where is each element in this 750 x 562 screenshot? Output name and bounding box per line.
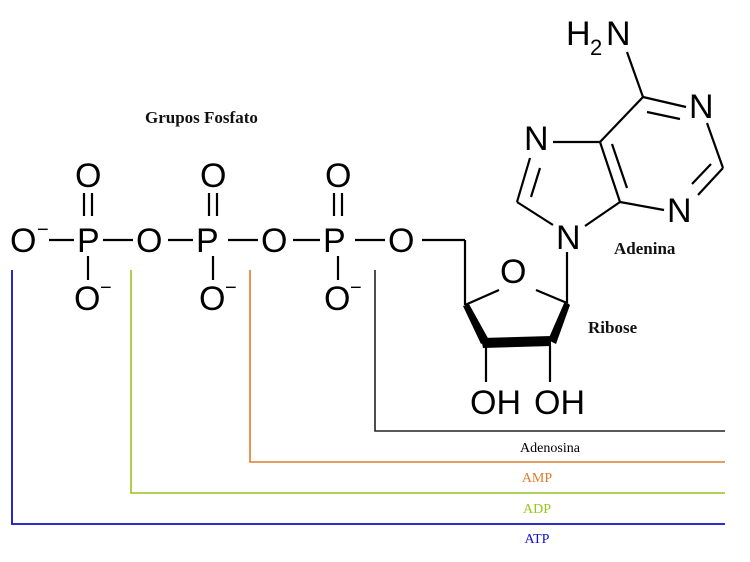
bond <box>625 51 645 98</box>
atom-o-5prime: O <box>388 222 414 260</box>
wedge-bond-right <box>548 301 570 344</box>
atom-o-p3-top: O <box>325 157 351 195</box>
bond <box>598 141 622 203</box>
bond <box>535 288 568 305</box>
bond <box>642 95 687 109</box>
phosphate-groups-title: Grupos Fosfato <box>145 108 258 127</box>
bond <box>619 200 665 212</box>
atom-o-p1-bottom: O <box>74 280 100 318</box>
adenine-label: Adenina <box>614 239 676 258</box>
double-bond <box>529 167 542 198</box>
atom-n1: N <box>689 88 714 126</box>
bracket-line-adp <box>130 270 725 494</box>
charge-o-p2: − <box>225 277 237 299</box>
bracket-label-atp: ATP <box>525 532 550 547</box>
atom-o-p3-bottom: O <box>324 280 350 318</box>
atom-o-ribose-ring: O <box>500 253 526 291</box>
atom-o-p2-bottom: O <box>199 280 225 318</box>
double-bond <box>691 163 712 185</box>
bracket-line-adenosine <box>374 270 725 432</box>
wedge-bond-left <box>463 304 489 344</box>
bracket-line-amp <box>249 270 725 463</box>
bracket-line-atp <box>11 270 725 525</box>
bracket-label-adenosine: Adenosina <box>520 441 581 456</box>
bracket-atp: ATP <box>11 270 725 547</box>
charge-o-p1: − <box>100 277 112 299</box>
atom-p3: P <box>323 222 346 260</box>
atom-p1: P <box>77 222 100 260</box>
atom-o-terminal: O <box>10 222 36 260</box>
bracket-label-adp: ADP <box>523 502 551 517</box>
wedge-bond-front <box>481 336 551 348</box>
hydroxyl-3: OH <box>534 384 585 422</box>
bond <box>705 122 725 169</box>
bond <box>515 157 532 203</box>
charge-o-p3: − <box>350 277 362 299</box>
atom-p2: P <box>196 222 219 260</box>
atom-n-amine: N <box>606 15 631 53</box>
atom-o-bridge-2: O <box>261 222 287 260</box>
atom-n7: N <box>524 120 549 158</box>
bracket-amp: AMP <box>249 270 725 486</box>
bond <box>599 96 644 143</box>
hydroxyl-2: OH <box>470 384 521 422</box>
double-bond <box>646 110 681 121</box>
atom-n3: N <box>667 192 692 230</box>
amine-subscript: 2 <box>590 35 602 60</box>
bond <box>584 201 621 227</box>
atom-n9: N <box>556 219 581 257</box>
bond <box>464 288 500 307</box>
atom-o-p1-top: O <box>75 157 101 195</box>
atom-o-p2-top: O <box>200 157 226 195</box>
bracket-adenosine: Adenosina <box>374 270 725 456</box>
ribose-label: Ribose <box>588 318 638 337</box>
atom-o-bridge-1: O <box>136 222 162 260</box>
bracket-adp: ADP <box>130 270 725 517</box>
bond <box>697 167 724 196</box>
atom-h-amine: H <box>566 15 591 53</box>
bracket-label-amp: AMP <box>522 471 553 486</box>
bond <box>516 201 554 226</box>
double-bond <box>610 143 629 189</box>
charge-o-terminal: − <box>37 219 49 241</box>
